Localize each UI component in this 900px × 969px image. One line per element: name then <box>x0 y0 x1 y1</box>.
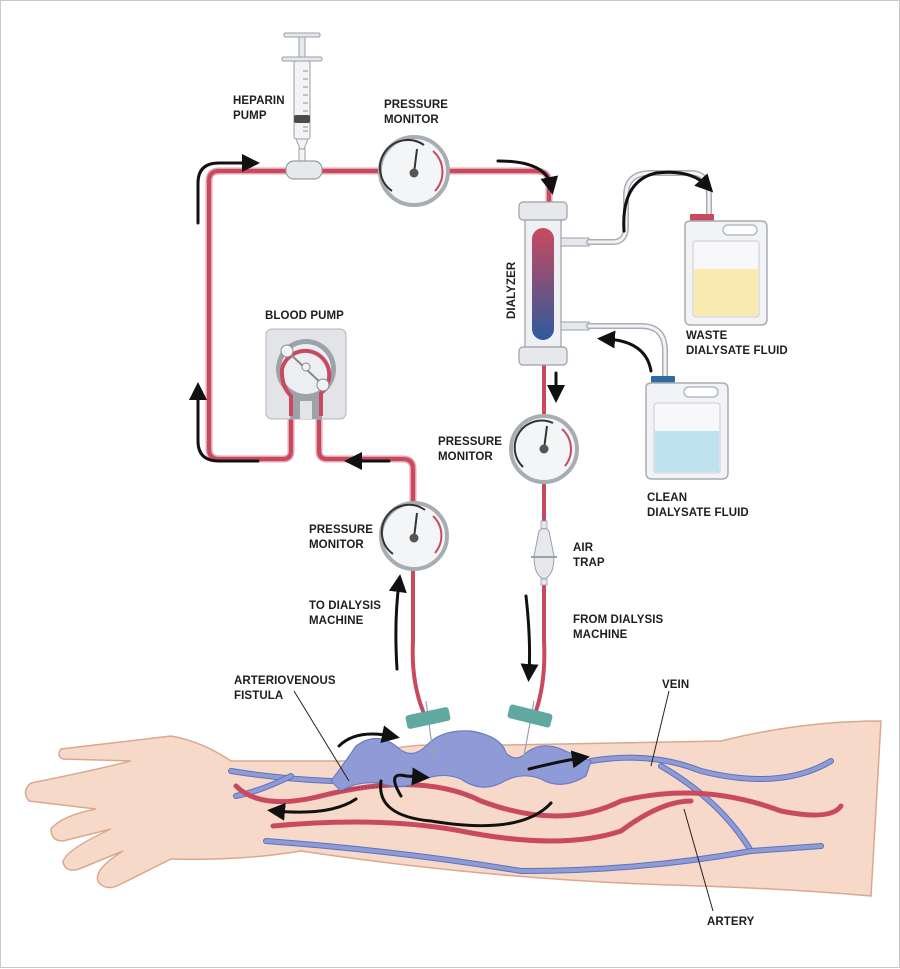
pressure-monitor-top-label-1: PRESSURE <box>384 99 448 111</box>
from-machine-label-1: FROM DIALYSIS <box>573 614 664 626</box>
air-trap-label-1: AIR <box>573 542 594 554</box>
flow-arrow-icon <box>597 330 653 373</box>
heparin-pump-label-2: PUMP <box>233 110 267 122</box>
from-machine-label-2: MACHINE <box>573 629 628 641</box>
air-trap-label-2: TRAP <box>573 557 605 569</box>
pressure-monitor-left-label-2: MONITOR <box>309 539 364 551</box>
pressure-gauge-left-icon <box>379 501 449 571</box>
flow-arrow-icon <box>496 159 559 195</box>
dialyzer-label: DIALYZER <box>506 261 518 319</box>
pressure-gauge-top-icon <box>378 135 450 207</box>
flow-arrows <box>189 154 714 682</box>
clean-fluid-label-2: DIALYSATE FLUID <box>647 507 749 519</box>
vein-label: VEIN <box>662 679 689 691</box>
arm-flow-arrows <box>267 725 590 828</box>
leader-lines <box>293 690 714 912</box>
to-machine-label-1: TO DIALYSIS <box>309 600 381 612</box>
pressure-monitor-right-label-1: PRESSURE <box>438 436 502 448</box>
to-machine-label-2: MACHINE <box>309 615 364 627</box>
clean-fluid-label-1: CLEAN <box>647 492 687 504</box>
fistula-label-2: FISTULA <box>234 690 283 702</box>
pressure-gauge-right-icon <box>509 414 579 484</box>
blood-pump-label: BLOOD PUMP <box>265 310 344 322</box>
needle-arterial-icon <box>405 700 451 762</box>
blood-pump-icon <box>265 328 347 420</box>
waste-fluid-label-1: WASTE <box>686 330 728 342</box>
waste-dialysate-jug-icon <box>684 214 768 326</box>
needle-venous-icon <box>507 700 553 762</box>
air-trap-icon <box>531 520 557 586</box>
flow-arrow-icon <box>520 594 539 682</box>
arm-illustration <box>24 720 882 897</box>
flow-arrow-icon <box>196 154 260 225</box>
veins <box>228 754 834 875</box>
flow-arrow-icon <box>189 382 260 463</box>
pressure-monitor-right-label-2: MONITOR <box>438 451 493 463</box>
waste-fluid-label-2: DIALYSATE FLUID <box>686 345 788 357</box>
arteries <box>233 782 844 844</box>
flow-arrow-icon <box>388 574 407 671</box>
dialyzer-icon <box>518 201 590 366</box>
flow-arrow-icon <box>622 170 714 233</box>
clean-dialysate-jug-icon <box>645 376 729 480</box>
artery-label: ARTERY <box>707 916 755 928</box>
heparin-pump-label-1: HEPARIN <box>233 95 285 107</box>
pressure-monitor-top-label-2: MONITOR <box>384 114 439 126</box>
heparin-syringe-icon <box>281 32 323 180</box>
pressure-monitor-left-label-1: PRESSURE <box>309 524 373 536</box>
fistula-label-1: ARTERIOVENOUS <box>234 675 336 687</box>
